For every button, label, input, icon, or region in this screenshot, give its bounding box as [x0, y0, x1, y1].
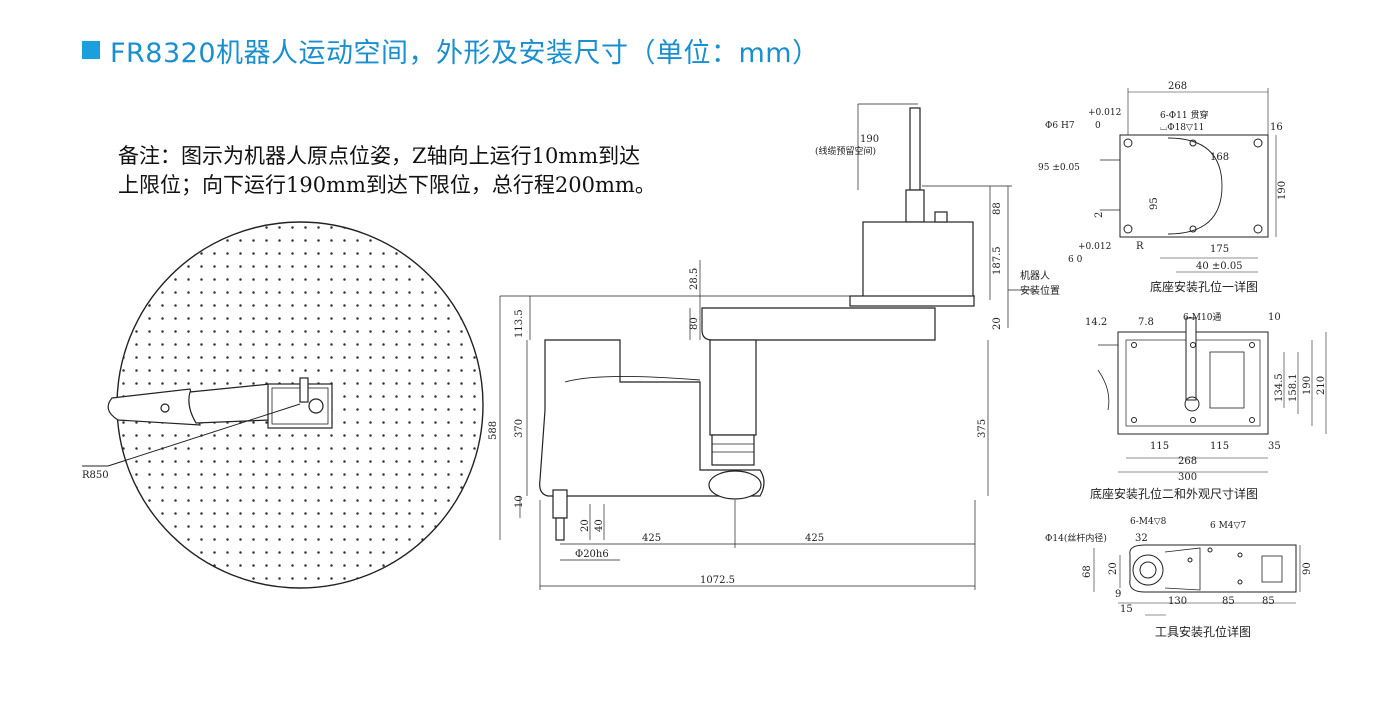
svg-text:95 ±0.05: 95 ±0.05: [1038, 163, 1080, 173]
tool-detail: [1093, 544, 1301, 616]
svg-text:190: 190: [860, 134, 879, 145]
svg-text:28.5: 28.5: [689, 268, 700, 290]
tool-detail-caption: 工具安装孔位详图: [1155, 624, 1251, 639]
svg-text:588: 588: [488, 421, 499, 440]
svg-text:14.2: 14.2: [1085, 317, 1107, 328]
robot-arm-top: [107, 377, 333, 429]
svg-text:113.5: 113.5: [514, 309, 525, 338]
svg-text:85: 85: [1262, 596, 1275, 607]
svg-text:425: 425: [642, 533, 661, 544]
side-view: [499, 103, 1035, 590]
svg-text:375: 375: [977, 419, 988, 438]
note-line-2: 上限位；向下运行190mm到达下限位，总行程200mm。: [118, 173, 656, 197]
svg-text:134.5: 134.5: [1274, 373, 1285, 402]
svg-text:187.5: 187.5: [992, 246, 1003, 275]
svg-text:9: 9: [1115, 589, 1121, 600]
svg-text:6 M4▽7: 6 M4▽7: [1210, 521, 1246, 531]
base-detail-2-caption: 底座安装孔位二和外观尺寸详图: [1090, 486, 1258, 501]
title-square-icon: [82, 41, 100, 59]
arm-link-1: [107, 388, 201, 426]
arm-1-side: [701, 307, 936, 341]
svg-text:Φ20h6: Φ20h6: [575, 549, 609, 560]
svg-text:115: 115: [1210, 441, 1229, 452]
svg-text:6-M4▽8: 6-M4▽8: [1130, 517, 1167, 527]
svg-text:2: 2: [1094, 212, 1105, 218]
svg-text:Φ6 H7: Φ6 H7: [1045, 121, 1075, 131]
base-detail-1: [1100, 88, 1277, 273]
svg-text:机器人: 机器人: [1020, 269, 1050, 282]
svg-text:175: 175: [1210, 244, 1229, 255]
svg-text:Φ14(丝杆内径): Φ14(丝杆内径): [1045, 532, 1107, 544]
svg-text:16: 16: [1270, 122, 1283, 133]
arm-link-2: [188, 383, 271, 424]
svg-text:425: 425: [805, 533, 824, 544]
svg-text:安装位置: 安装位置: [1020, 284, 1060, 297]
svg-text:⌴Φ18▽11: ⌴Φ18▽11: [1160, 123, 1204, 133]
svg-text:1072.5: 1072.5: [700, 575, 735, 586]
svg-text:+0.012: +0.012: [1088, 108, 1121, 118]
base-detail-2-labels: 14.2 7.8 6-M10通 10 134.5 158.1 190 210 1…: [1085, 312, 1327, 501]
radius-leader: [107, 403, 301, 467]
svg-text:6 0: 6 0: [1068, 255, 1083, 265]
svg-text:268: 268: [1168, 81, 1187, 92]
svg-text:10: 10: [514, 495, 525, 508]
robot-base: [862, 221, 974, 299]
svg-text:68: 68: [1082, 565, 1093, 578]
svg-text:+0.012: +0.012: [1078, 242, 1111, 252]
svg-text:130: 130: [1168, 596, 1187, 607]
svg-text:20: 20: [580, 519, 591, 532]
svg-text:158.1: 158.1: [1288, 373, 1299, 402]
side-view-labels: 190 (线缆预留空间) 88 187.5 机器人 安装位置 28.5 113.…: [488, 134, 1060, 586]
note-line-1: 备注：图示为机器人原点位姿，Z轴向上运行10mm到达: [118, 144, 641, 168]
svg-text:85: 85: [1222, 596, 1235, 607]
svg-text:10: 10: [1268, 312, 1281, 323]
base-detail-2: [1097, 317, 1327, 473]
svg-text:95: 95: [1149, 197, 1160, 210]
workspace-top-view: R850: [82, 221, 484, 589]
svg-text:15: 15: [1120, 604, 1133, 615]
svg-text:40: 40: [594, 519, 605, 532]
svg-text:300: 300: [1178, 472, 1197, 483]
arm-2-side: [539, 339, 765, 497]
svg-text:32: 32: [1135, 533, 1148, 544]
svg-text:80: 80: [689, 317, 700, 330]
svg-text:6-Φ11 贯穿: 6-Φ11 贯穿: [1160, 109, 1208, 121]
svg-text:35: 35: [1268, 441, 1281, 452]
svg-text:6-M10通: 6-M10通: [1183, 312, 1221, 323]
svg-text:(线缆预留空间): (线缆预留空间): [815, 145, 876, 157]
svg-text:90: 90: [1302, 562, 1313, 575]
svg-text:190: 190: [1277, 181, 1288, 200]
svg-text:20: 20: [992, 317, 1003, 330]
note-text: 备注：图示为机器人原点位姿，Z轴向上运行10mm到达 上限位；向下运行190mm…: [118, 142, 656, 200]
svg-text:88: 88: [992, 202, 1003, 215]
svg-text:7.8: 7.8: [1138, 317, 1154, 328]
svg-text:115: 115: [1150, 441, 1169, 452]
svg-text:210: 210: [1316, 376, 1327, 395]
radius-label: R850: [82, 470, 109, 481]
svg-text:268: 268: [1178, 456, 1197, 467]
svg-text:370: 370: [514, 419, 525, 438]
page-title: FR8320机器人运动空间，外形及安装尺寸（单位：mm）: [110, 37, 820, 69]
page-header: FR8320机器人运动空间，外形及安装尺寸（单位：mm）: [82, 30, 820, 70]
tool-detail-labels: 6-M4▽8 6 M4▽7 Φ14(丝杆内径) 32 68 20 90 9 15…: [1045, 517, 1313, 639]
svg-text:0: 0: [1095, 121, 1101, 131]
svg-text:R: R: [1136, 241, 1144, 252]
svg-text:40 ±0.05: 40 ±0.05: [1196, 261, 1243, 272]
svg-text:168: 168: [1210, 152, 1229, 163]
svg-text:20: 20: [1108, 562, 1119, 575]
base-detail-1-caption: 底座安装孔位一详图: [1150, 279, 1258, 294]
base-detail-1-labels: 268 6-Φ11 贯穿 ⌴Φ18▽11 16 Φ6 H7 +0.012 0 1…: [1038, 81, 1288, 294]
svg-text:190: 190: [1302, 376, 1313, 395]
